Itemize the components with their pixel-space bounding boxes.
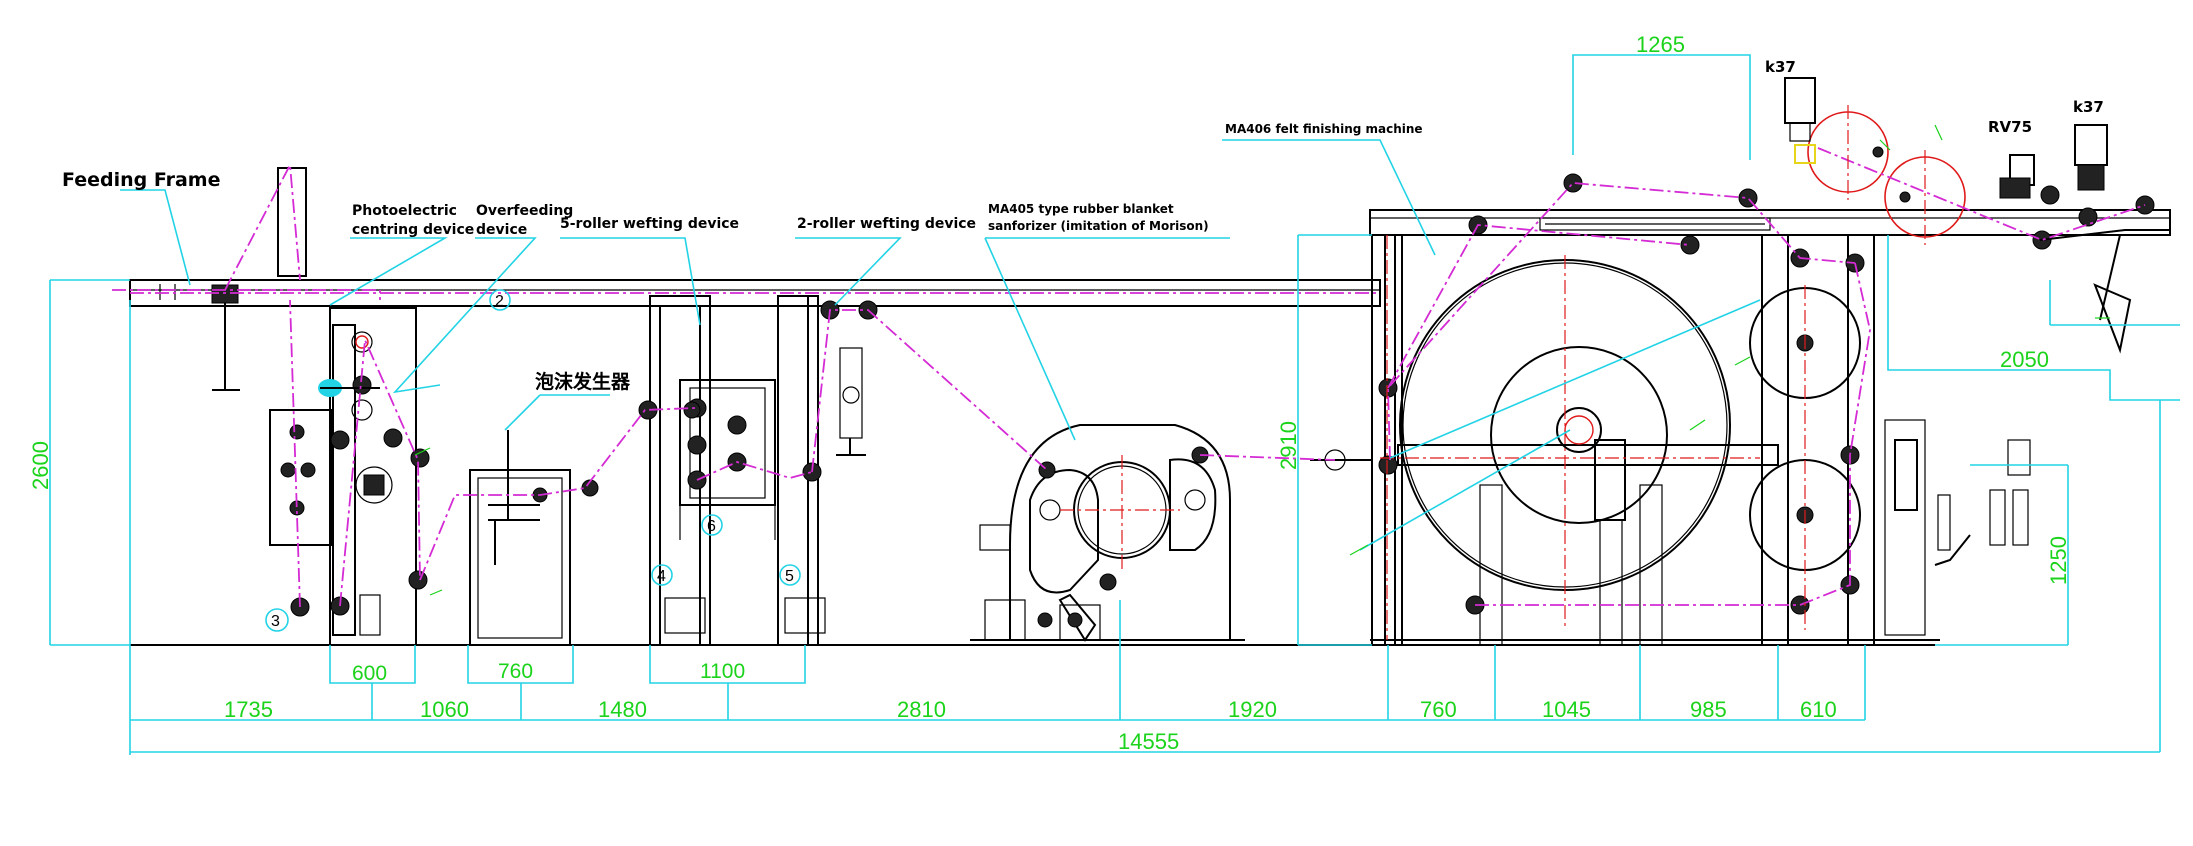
marker-4: 4 (657, 568, 666, 585)
photoelectric-overfeeding-unit (269, 307, 430, 646)
dim-bottom-1735: 1735 (224, 697, 273, 722)
centerlines (1060, 105, 1926, 640)
label-ma405-1: MA405 type rubber blanket (988, 202, 1174, 216)
two-roller-wefting-device (777, 295, 878, 646)
position-markers: 2 3 4 5 6 (265, 289, 801, 632)
dim-760-top: 760 (498, 660, 533, 683)
label-five-roller: 5-roller wefting device (560, 216, 739, 232)
marker-6: 6 (707, 518, 716, 535)
fabric-path (112, 147, 2146, 608)
label-overfeeding-2: device (476, 222, 527, 238)
dimension-lines (49, 54, 2180, 755)
label-motor-k37-right: k37 (2073, 98, 2104, 116)
dim-1250: 1250 (2046, 536, 2071, 585)
dim-bottom-610: 610 (1800, 697, 1837, 722)
marker-2: 2 (495, 293, 504, 310)
dim-bottom-760: 760 (1420, 697, 1457, 722)
label-photoelectric-2: centring device (352, 222, 474, 238)
dim-total: 14555 (1118, 729, 1179, 754)
roller-tags (414, 124, 2110, 596)
dim-bottom-1060: 1060 (420, 697, 469, 722)
dim-2050: 2050 (2000, 347, 2049, 372)
label-photoelectric-1: Photoelectric (352, 203, 457, 219)
dim-1265: 1265 (1636, 32, 1685, 57)
label-ma406: MA406 felt finishing machine (1225, 122, 1423, 136)
label-ma405-2: sanforizer (imitation of Morison) (988, 219, 1209, 233)
dimension-values: 2600 2910 1265 2050 1250 600 760 1100 17… (28, 32, 2071, 754)
label-motor-rv75: RV75 (1988, 118, 2032, 136)
marker-3: 3 (271, 613, 280, 630)
label-feeding-frame: Feeding Frame (62, 169, 220, 191)
dim-600: 600 (352, 662, 387, 685)
marker-5: 5 (785, 568, 794, 585)
machine-labels: Feeding Frame Photoelectric centring dev… (62, 58, 2104, 393)
dim-bottom-1480: 1480 (598, 697, 647, 722)
five-roller-wefting-device (638, 295, 776, 646)
dim-2910: 2910 (1276, 421, 1301, 470)
dim-1100: 1100 (700, 660, 745, 683)
dim-bottom-985: 985 (1690, 697, 1727, 722)
label-motor-k37-left: k37 (1765, 58, 1796, 76)
ma405-sanforizer (970, 424, 1245, 642)
dim-bottom-1045: 1045 (1542, 697, 1591, 722)
dim-bottom-2810: 2810 (897, 697, 946, 722)
label-overfeeding-1: Overfeeding (476, 203, 573, 219)
foam-generator (469, 430, 599, 646)
dim-bottom-1920: 1920 (1228, 697, 1277, 722)
label-two-roller: 2-roller wefting device (797, 216, 976, 232)
label-foam-generator: 泡沫发生器 (535, 370, 631, 393)
dim-2600: 2600 (28, 441, 53, 490)
feeding-frame (129, 167, 1381, 391)
